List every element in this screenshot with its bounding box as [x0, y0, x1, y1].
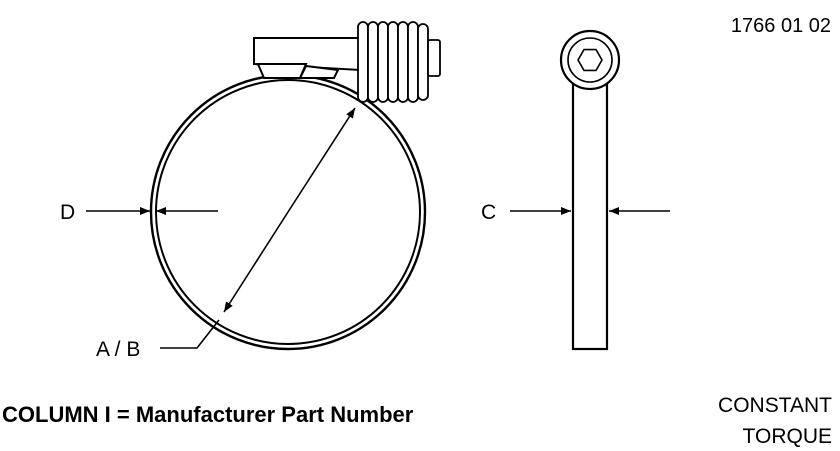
diameter-dimension [160, 107, 356, 349]
hex-socket [577, 48, 603, 72]
clamp-housing [253, 37, 361, 79]
note-line-1: CONSTANT [718, 394, 832, 417]
figure-number: 1766 01 02 [731, 15, 831, 37]
caption: COLUMN I = Manufacturer Part Number [2, 402, 414, 427]
side-band [571, 70, 609, 351]
dimension-label-d: D [60, 201, 75, 224]
dimension-label-ab: A / B [96, 338, 140, 361]
spring-pack [357, 21, 441, 103]
clamp-side-view [559, 29, 621, 351]
note-line-2: TORQUE [743, 425, 832, 448]
dimension-label-c: C [481, 201, 496, 224]
